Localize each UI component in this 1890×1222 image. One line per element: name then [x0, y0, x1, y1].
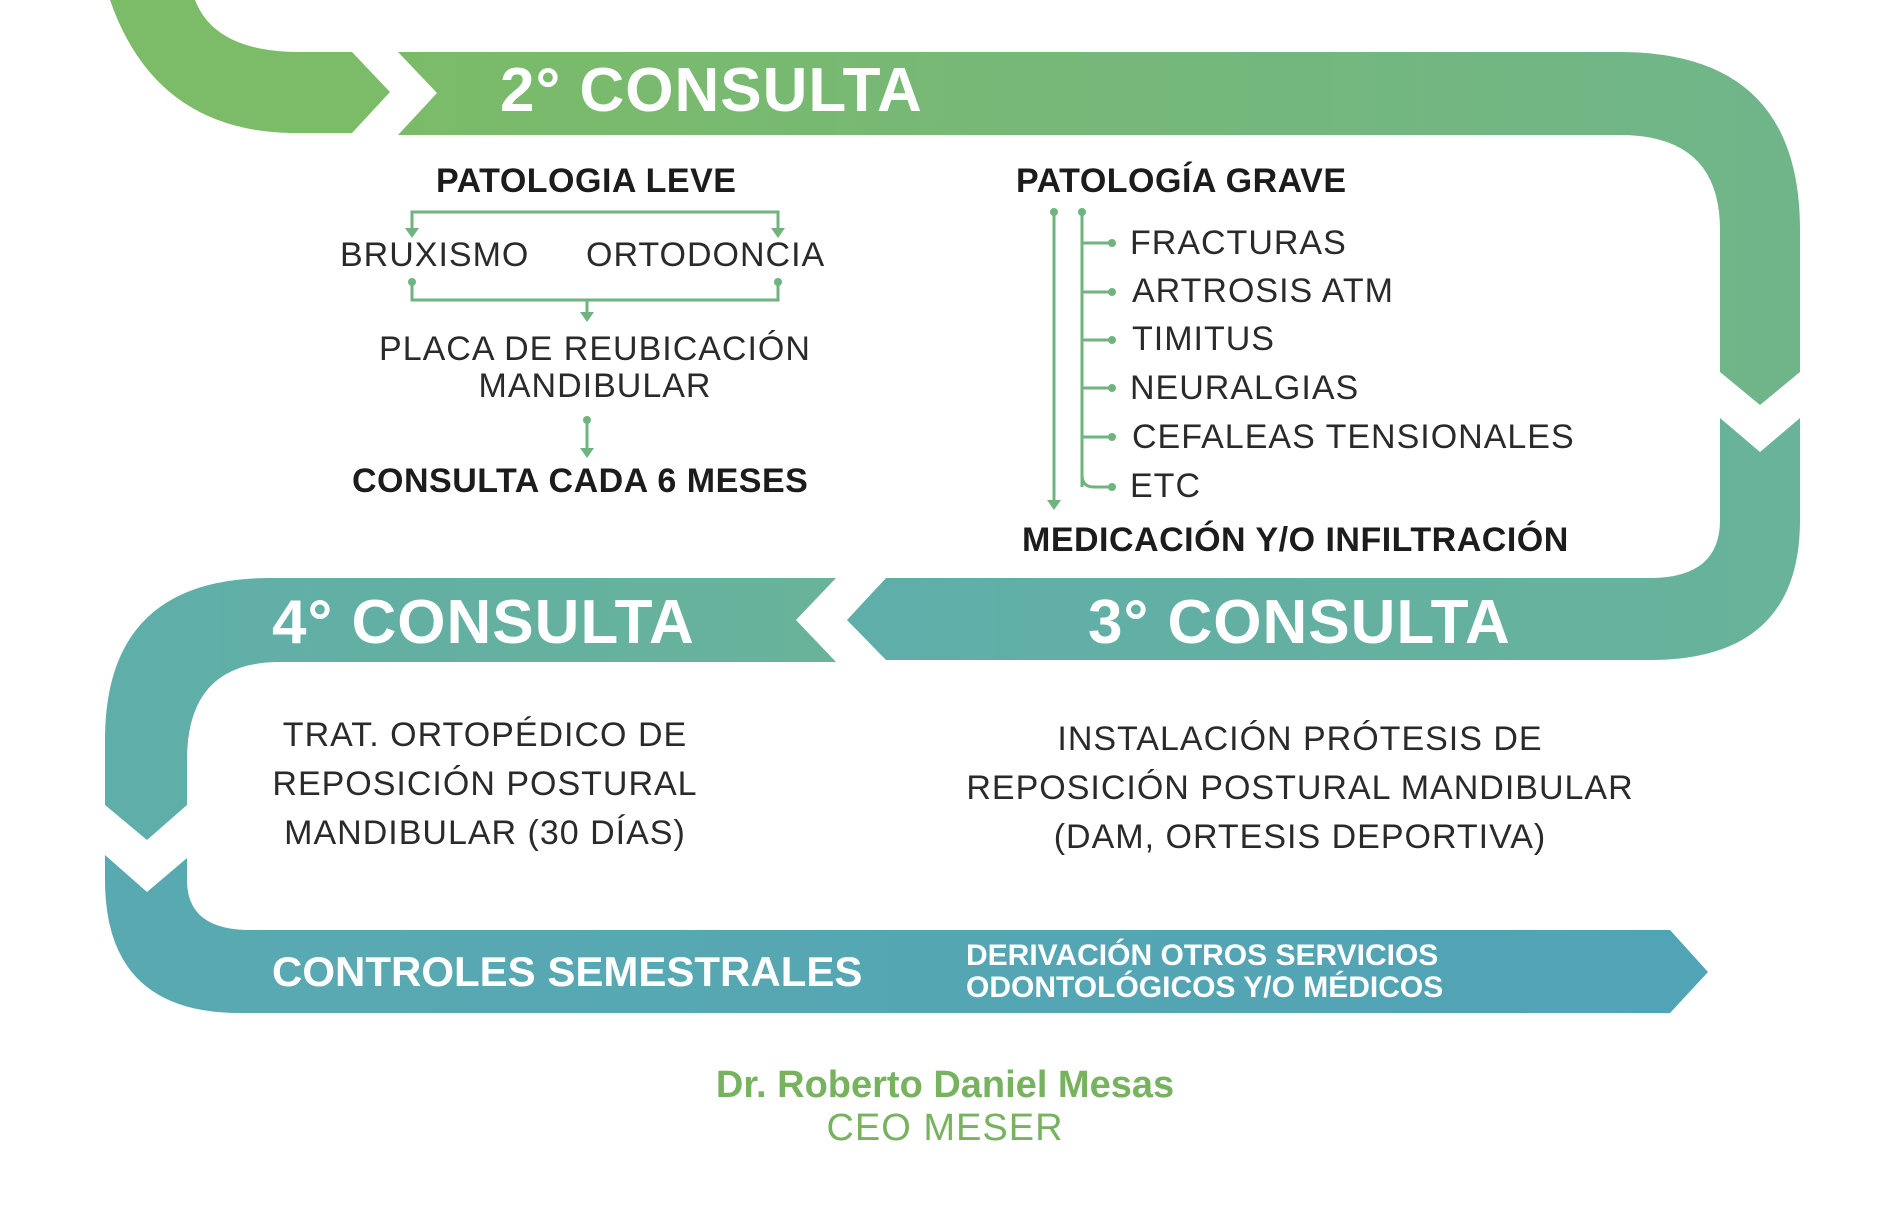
mild-treatment-line2: MANDIBULAR [478, 367, 712, 405]
mild-heading: PATOLOGIA LEVE [436, 162, 737, 200]
stage3-line1: INSTALACIÓN PRÓTESIS DE [1057, 720, 1543, 758]
band-stage4 [105, 578, 836, 840]
stage4-line2: REPOSICIÓN POSTURAL [272, 765, 698, 803]
severe-heading: PATOLOGÍA GRAVE [1016, 162, 1347, 200]
stage3-line2: REPOSICIÓN POSTURAL MANDIBULAR [966, 769, 1634, 807]
credit-name: Dr. Roberto Daniel Mesas [715, 1064, 1175, 1106]
final-referral: DERIVACIÓN OTROS SERVICIOS ODONTOLÓGICOS… [966, 940, 1526, 1003]
severe-item: ETC [1130, 467, 1201, 505]
final-referral-line1: DERIVACIÓN OTROS SERVICIOS [966, 939, 1439, 972]
stage4-line1: TRAT. ORTOPÉDICO DE [282, 716, 688, 754]
severe-item: NEURALGIAS [1130, 369, 1360, 407]
mild-connectors [410, 210, 780, 450]
severe-arrowheads [1047, 208, 1116, 510]
mild-arrowheads [405, 228, 785, 458]
final-title: CONTROLES SEMESTRALES [272, 948, 863, 995]
band-final [105, 855, 1708, 1013]
stage3-line3: (DAM, ORTESIS DEPORTIVA) [1053, 818, 1547, 856]
mild-option-bruxismo: BRUXISMO [340, 236, 530, 274]
stage2-title: 2° CONSULTA [500, 56, 923, 125]
credit-role: CEO MESER [826, 1107, 1064, 1149]
mild-followup: CONSULTA CADA 6 MESES [352, 462, 809, 500]
severe-item: TIMITUS [1132, 320, 1275, 358]
severe-outcome: MEDICACIÓN Y/O INFILTRACIÓN [1022, 521, 1569, 559]
mild-option-ortodoncia: ORTODONCIA [586, 236, 826, 274]
severe-connectors [1052, 212, 1112, 505]
final-referral-line2: ODONTOLÓGICOS Y/O MÉDICOS [966, 970, 1444, 1004]
band-stage3 [847, 418, 1800, 660]
severe-item: CEFALEAS TENSIONALES [1132, 418, 1575, 456]
severe-item: FRACTURAS [1130, 224, 1347, 262]
incoming-curve [110, 0, 390, 133]
mild-treatment-line1: PLACA DE REUBICACIÓN [379, 330, 811, 368]
stage4-title: 4° CONSULTA [272, 588, 695, 657]
stage4-line3: MANDIBULAR (30 DÍAS) [284, 814, 686, 852]
stage3-title: 3° CONSULTA [1088, 588, 1511, 657]
severe-item: ARTROSIS ATM [1132, 272, 1395, 310]
band-stage2 [398, 52, 1800, 405]
